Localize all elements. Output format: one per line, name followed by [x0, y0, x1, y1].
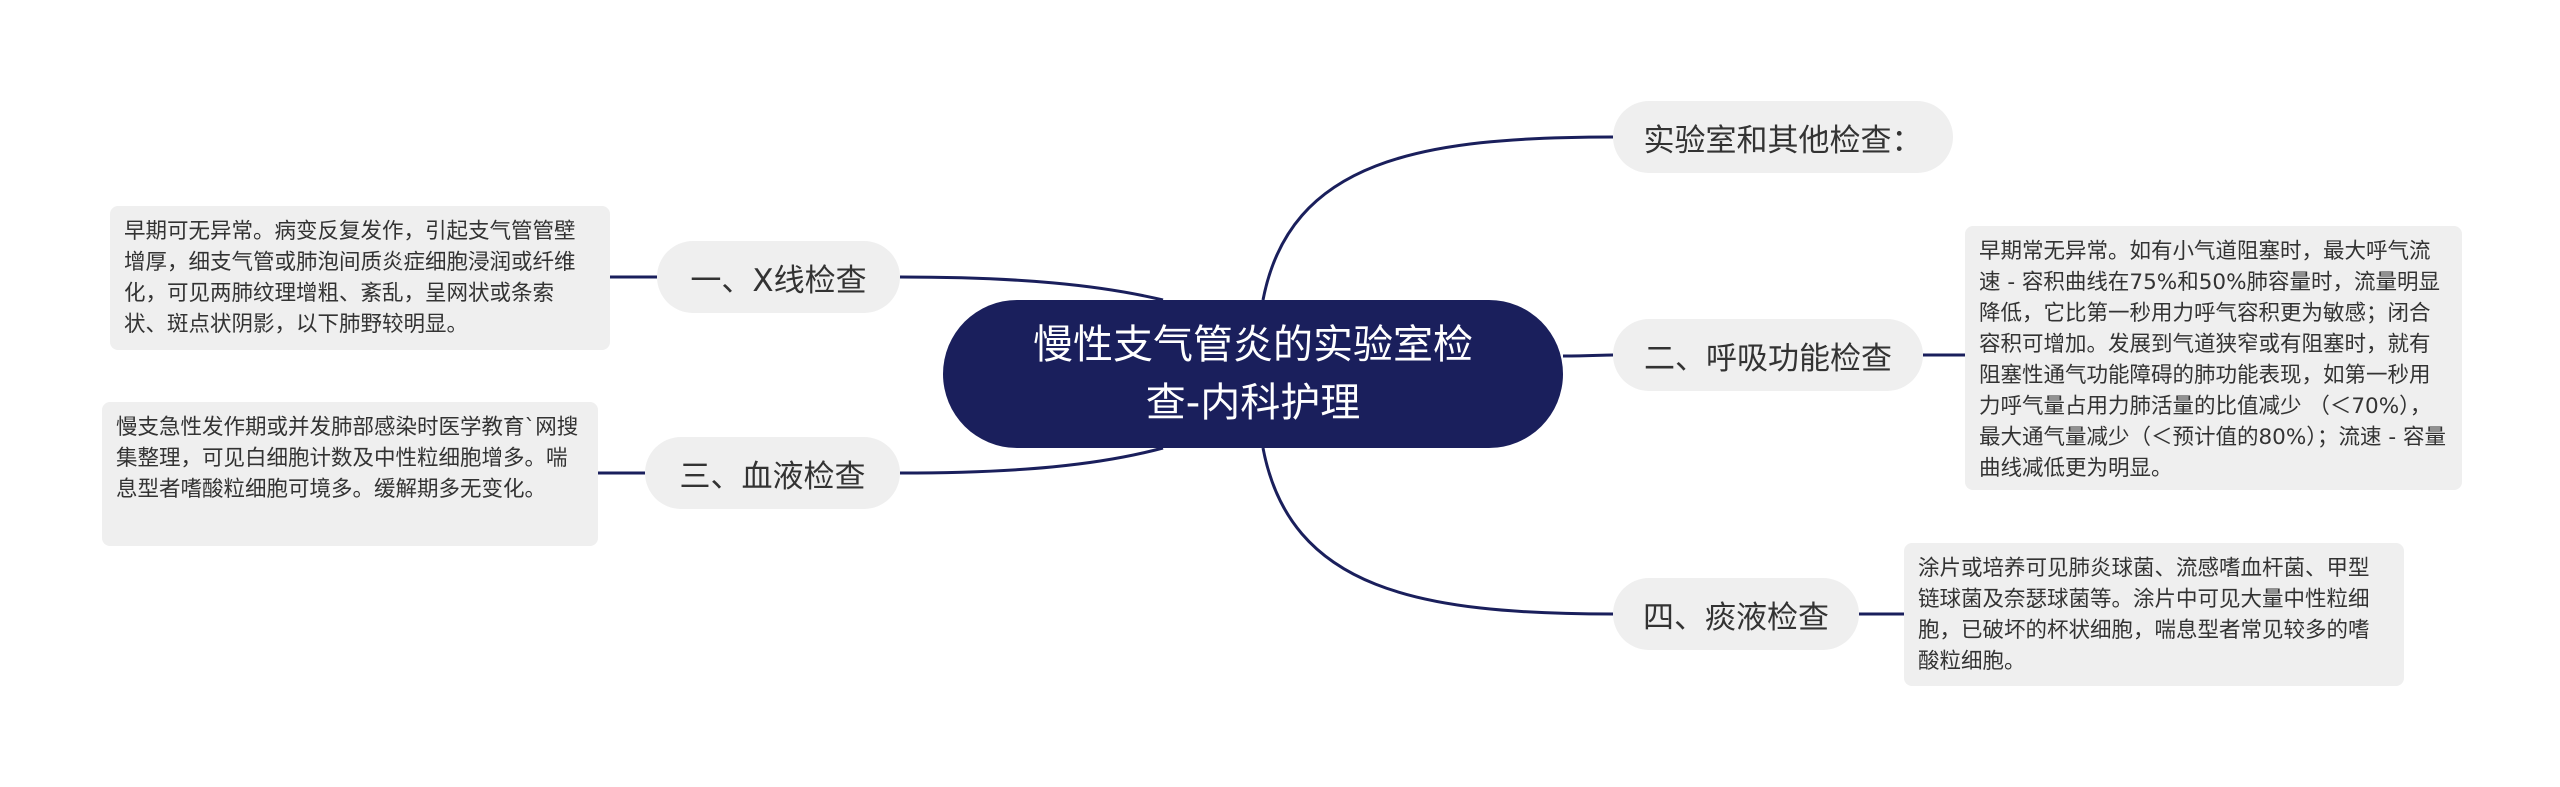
root-topic[interactable]: 慢性支气管炎的实验室检查-内科护理 [943, 300, 1563, 448]
detail-blood-text: 慢支急性发作期或并发肺部感染时医学教育`网搜集整理，可见白细胞计数及中性粒细胞增… [116, 415, 579, 502]
branch-xray[interactable]: 一、X线检查 [657, 241, 900, 313]
detail-xray[interactable]: 早期可无异常。病变反复发作，引起支气管管壁增厚，细支气管或肺泡间质炎症细胞浸润或… [110, 206, 610, 350]
connector-root-to-blood [899, 446, 1164, 475]
branch-respiratory-label: 二、呼吸功能检查 [1644, 340, 1892, 377]
connector-root-to-xray [899, 275, 1164, 302]
detail-sputum[interactable]: 涂片或培养可见肺炎球菌、流感嗜血杆菌、甲型链球菌及奈瑟球菌等。涂片中可见大量中性… [1904, 543, 2404, 686]
detail-blood[interactable]: 慢支急性发作期或并发肺部感染时医学教育`网搜集整理，可见白细胞计数及中性粒细胞增… [102, 402, 598, 546]
branch-blood[interactable]: 三、血液检查 [645, 437, 900, 509]
branch-lab-other-label: 实验室和其他检查： [1643, 122, 1923, 159]
branch-xray-label: 一、X线检查 [690, 262, 867, 299]
branch-sputum[interactable]: 四、痰液检查 [1613, 578, 1859, 650]
detail-respiratory-text: 早期常无异常。如有小气道阻塞时，最大呼气流速 - 容积曲线在75%和50%肺容量… [1979, 239, 2446, 481]
detail-respiratory[interactable]: 早期常无异常。如有小气道阻塞时，最大呼气流速 - 容积曲线在75%和50%肺容量… [1965, 226, 2462, 490]
branch-respiratory[interactable]: 二、呼吸功能检查 [1613, 319, 1923, 391]
detail-xray-text: 早期可无异常。病变反复发作，引起支气管管壁增厚，细支气管或肺泡间质炎症细胞浸润或… [124, 219, 576, 337]
branch-blood-label: 三、血液检查 [679, 458, 866, 495]
connector-root-to-lab-other [1261, 135, 1614, 301]
connector-root-to-sputum [1261, 447, 1614, 616]
branch-sputum-label: 四、痰液检查 [1643, 599, 1829, 636]
detail-sputum-text: 涂片或培养可见肺炎球菌、流感嗜血杆菌、甲型链球菌及奈瑟球菌等。涂片中可见大量中性… [1918, 556, 2370, 674]
connector-root-to-respiratory [1562, 353, 1614, 358]
root-topic-title: 慢性支气管炎的实验室检查-内科护理 [1033, 322, 1473, 426]
branch-lab-other[interactable]: 实验室和其他检查： [1613, 101, 1953, 173]
